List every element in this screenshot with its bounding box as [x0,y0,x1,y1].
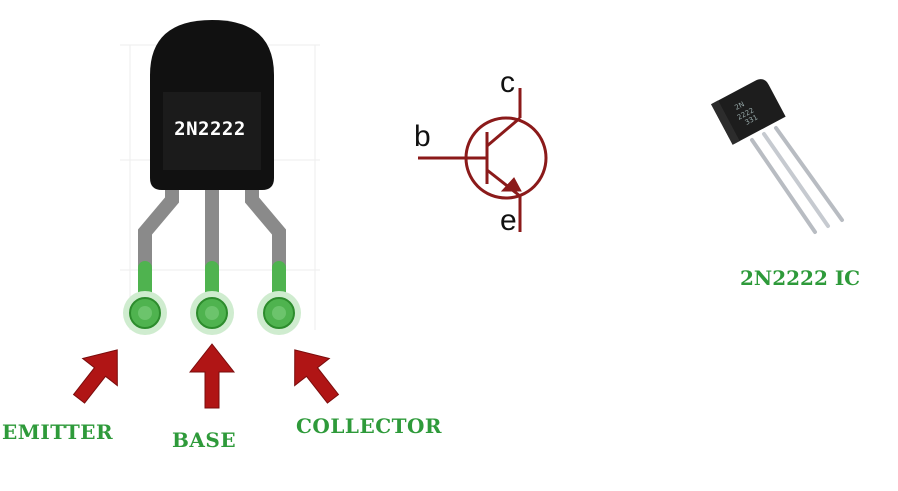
emitter-arrowhead-icon [500,177,522,192]
body-label-panel [163,92,261,170]
emitter-label: EMITTER [2,420,114,444]
symbol-emitter-label: e [500,204,517,237]
symbol-emitter-line [486,168,521,198]
ic-photo [711,79,844,234]
ic-lead-3 [774,126,844,222]
base-label: BASE [172,428,237,452]
pin-arrows [72,343,340,409]
collector-arrow-icon [294,349,340,404]
base-arrow-icon [188,343,236,409]
symbol-collector-label: c [500,66,515,99]
npn-symbol [418,88,548,232]
ic-lead-2 [762,132,830,228]
transistor-pads [123,291,301,335]
ic-lead-1 [750,138,817,234]
ic-caption: 2N2222 IC [740,266,861,290]
symbol-collector-line [486,116,521,148]
package-marking: 2N2222 [174,118,246,140]
collector-label: COLLECTOR [296,414,443,438]
symbol-base-label: b [414,120,431,153]
emitter-arrow-icon [72,349,118,404]
